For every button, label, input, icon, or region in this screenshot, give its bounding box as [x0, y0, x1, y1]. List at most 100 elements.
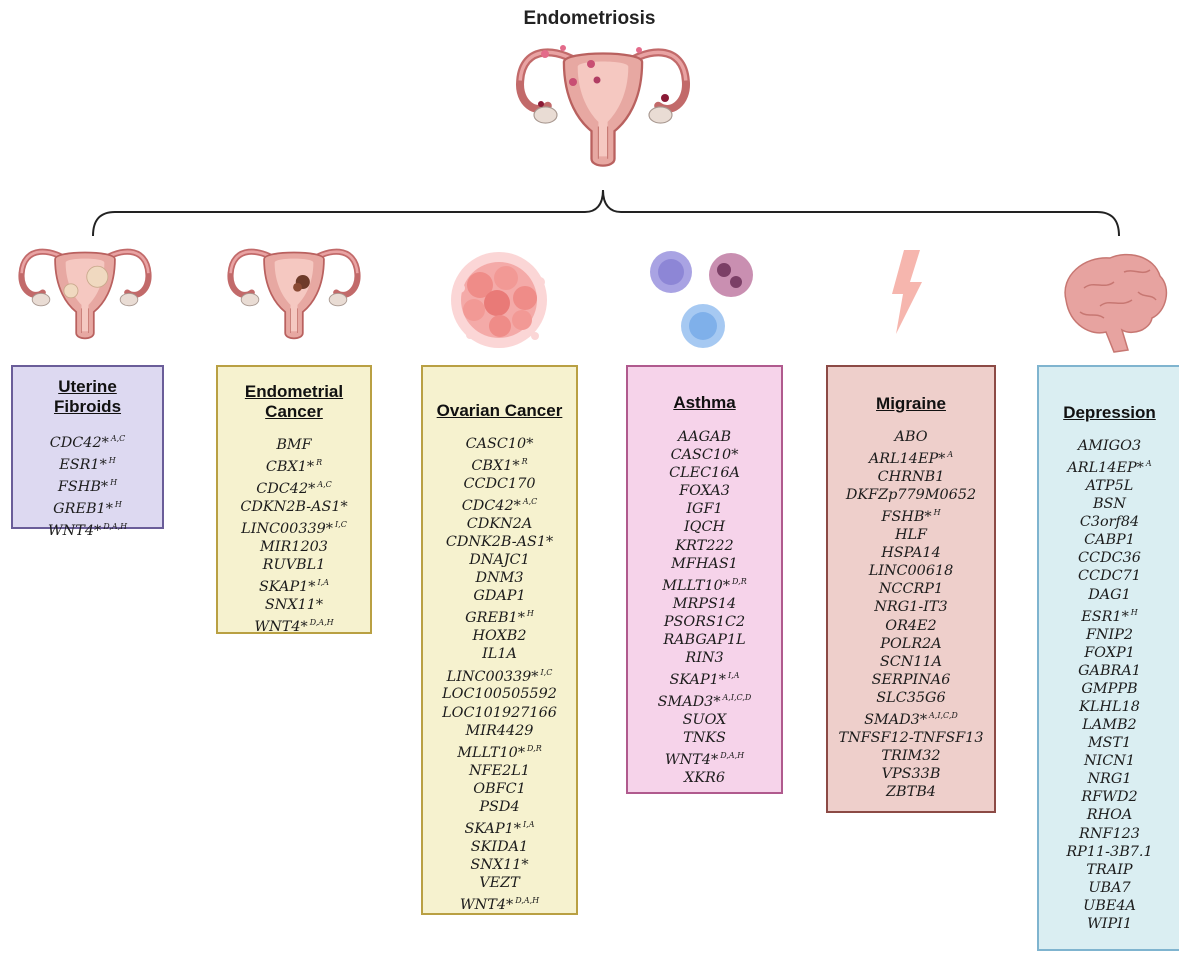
gene-name: MIR4429: [466, 723, 534, 739]
gene-item: TNKS: [628, 729, 781, 747]
gene-item: UBE4A: [1039, 897, 1179, 915]
gene-item: GMPPB: [1039, 680, 1179, 698]
immune-cells-icon: [650, 251, 753, 348]
gene-annotation: A,I,C,D: [929, 711, 958, 720]
condition-box-endometrial-cancer: EndometrialCancer BMFCBX1*RCDC42*A,CCDKN…: [216, 365, 372, 634]
gene-name: DAG1: [1088, 587, 1131, 603]
gene-item: RUVBL1: [218, 556, 370, 574]
gene-item: SERPINA6: [828, 671, 994, 689]
gene-name: SKAP1*: [465, 821, 521, 837]
gene-name: CLEC16A: [669, 465, 740, 481]
gene-name: CDKN2A: [467, 516, 532, 532]
gene-item: WNT4*D,A,H: [423, 892, 576, 914]
gene-name: RIN3: [685, 650, 723, 666]
gene-name: IL1A: [482, 646, 517, 662]
gene-item: GREB1*H: [13, 496, 162, 518]
gene-name: WIPI1: [1087, 916, 1132, 932]
gene-name: GMPPB: [1081, 681, 1137, 697]
gene-item: MST1: [1039, 734, 1179, 752]
gene-name: DNAJC1: [469, 552, 529, 568]
gene-name: NFE2L1: [469, 763, 530, 779]
gene-item: POLR2A: [828, 635, 994, 653]
gene-name: WNT4*: [254, 619, 307, 635]
gene-item: GDAP1: [423, 587, 576, 605]
gene-name: LAMB2: [1082, 717, 1136, 733]
gene-item: NICN1: [1039, 752, 1179, 770]
gene-name: SLC35G6: [876, 690, 945, 706]
gene-item: CASC10*: [628, 446, 781, 464]
gene-name: CASC10*: [671, 447, 739, 463]
gene-name: NRG1: [1087, 771, 1131, 787]
gene-item: PSORS1C2: [628, 613, 781, 631]
gene-item: CDC42*A,C: [218, 476, 370, 498]
gene-item: SNX11*: [423, 856, 576, 874]
gene-list: AMIGO3ARL14EP*AATP5LBSNC3orf84CABP1CCDC3…: [1039, 437, 1179, 933]
gene-annotation: H: [1131, 608, 1138, 617]
gene-name: TRAIP: [1086, 862, 1132, 878]
condition-title: Depression: [1039, 403, 1179, 423]
condition-title-line: Cancer: [265, 402, 323, 421]
gene-name: DNM3: [475, 570, 523, 586]
gene-item: CHRNB1: [828, 468, 994, 486]
gene-name: NCCRP1: [879, 581, 943, 597]
gene-item: CBX1*R: [423, 453, 576, 475]
gene-item: ZBTB4: [828, 783, 994, 801]
lightning-bolt-icon: [892, 250, 922, 334]
gene-name: UBE4A: [1083, 898, 1136, 914]
gene-name: HSPA14: [881, 545, 940, 561]
gene-annotation: D,R: [732, 577, 747, 586]
gene-item: HLF: [828, 526, 994, 544]
gene-name: SMAD3*: [658, 694, 721, 710]
gene-item: SUOX: [628, 711, 781, 729]
gene-annotation: D,A,H: [103, 522, 127, 531]
gene-name: VEZT: [479, 875, 520, 891]
gene-name: BMF: [276, 437, 311, 453]
gene-name: CDC42*: [256, 481, 315, 497]
gene-name: LINC00618: [869, 563, 954, 579]
gene-name: NICN1: [1084, 753, 1135, 769]
cancer-cell-cluster-icon: [451, 252, 547, 348]
gene-name: SCN11A: [880, 654, 942, 670]
gene-item: CABP1: [1039, 531, 1179, 549]
gene-annotation: H: [527, 609, 534, 618]
gene-list: AAGABCASC10*CLEC16AFOXA3IGF1IQCHKRT222MF…: [628, 428, 781, 787]
gene-item: TRIM32: [828, 747, 994, 765]
gene-annotation: I,C: [335, 520, 347, 529]
gene-name: SKIDA1: [471, 839, 528, 855]
gene-item: SKAP1*I,A: [218, 574, 370, 596]
gene-item: FOXP1: [1039, 644, 1179, 662]
gene-item: FNIP2: [1039, 626, 1179, 644]
gene-name: RHOA: [1087, 807, 1133, 823]
gene-item: CBX1*R: [218, 454, 370, 476]
gene-item: NFE2L1: [423, 762, 576, 780]
gene-item: MFHAS1: [628, 555, 781, 573]
condition-box-asthma: Asthma AAGABCASC10*CLEC16AFOXA3IGF1IQCHK…: [626, 365, 783, 794]
gene-annotation: R: [316, 458, 322, 467]
gene-item: SKAP1*I,A: [628, 667, 781, 689]
gene-name: LINC00339*: [447, 668, 539, 684]
gene-name: FNIP2: [1086, 627, 1133, 643]
gene-item: CDKN2A: [423, 515, 576, 533]
gene-name: VPS33B: [882, 766, 941, 782]
condition-title-line: Fibroids: [54, 397, 121, 416]
gene-item: FOXA3: [628, 482, 781, 500]
gene-name: PSD4: [479, 799, 519, 815]
gene-name: ATP5L: [1086, 478, 1134, 494]
gene-item: MIR1203: [218, 538, 370, 556]
gene-name: CABP1: [1084, 532, 1135, 548]
gene-item: PSD4: [423, 798, 576, 816]
gene-annotation: D,A,H: [720, 751, 744, 760]
gene-item: ESR1*H: [1039, 604, 1179, 626]
gene-item: BMF: [218, 436, 370, 454]
gene-annotation: I,A: [317, 578, 328, 587]
brain-icon: [1065, 255, 1166, 352]
gene-name: ARL14EP*: [1067, 460, 1143, 476]
uterus-fibroid-icon: [21, 252, 148, 339]
gene-annotation: I,A: [523, 820, 534, 829]
gene-name: GDAP1: [473, 588, 525, 604]
gene-item: CCDC36: [1039, 549, 1179, 567]
gene-name: FSHB*: [881, 509, 931, 525]
gene-name: FSHB*: [58, 479, 108, 495]
gene-name: NRG1-IT3: [874, 599, 947, 615]
condition-title-line: Uterine: [58, 377, 117, 396]
